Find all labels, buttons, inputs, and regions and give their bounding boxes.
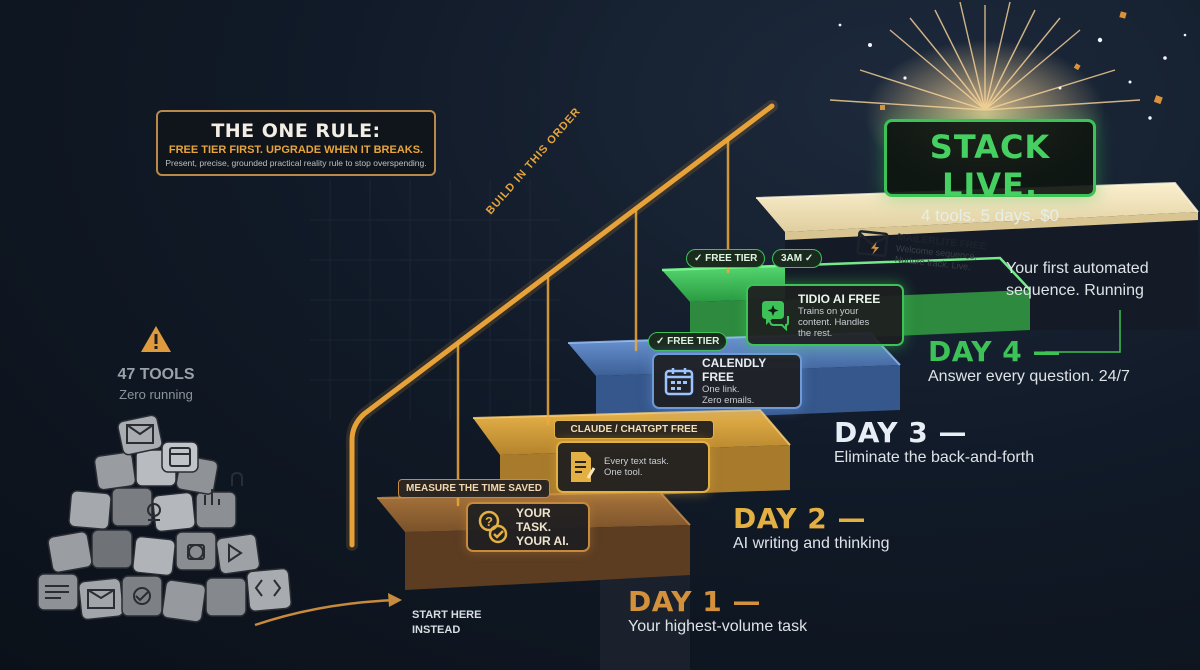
mail-bolt-icon (856, 230, 889, 258)
start-arrow (254, 598, 397, 627)
calendly-desc-1: One link. (702, 384, 740, 395)
measure-tag: MEASURE THE TIME SAVED (398, 479, 550, 498)
automation-note: Your first automated sequence. Running (1006, 258, 1149, 302)
tidio-desc-1: Trains on your (798, 305, 859, 317)
task-line-1: YOUR TASK. (516, 506, 552, 534)
svg-text:?: ? (485, 514, 493, 529)
tidio-free-tier-chip: ✓ FREE TIER (686, 249, 766, 268)
rule-note: Present, precise, grounded practical rea… (165, 158, 427, 168)
tool-count: 47 TOOLS (117, 366, 195, 383)
day-1-desc: Your highest-volume task (628, 618, 808, 635)
start-line-1: START HERE (412, 609, 482, 621)
three-am-text: 3AM (781, 253, 803, 264)
task-line-2: YOUR AI. (516, 534, 569, 548)
tidio-desc-2: content. Handles (798, 316, 870, 328)
chat-sparkle-icon (762, 301, 789, 331)
tidio-desc-3: the rest. (798, 327, 833, 339)
warning-icon (141, 326, 171, 352)
day-4-title: DAY 4 — (928, 335, 1061, 368)
calendly-title: CALENDLY FREE (702, 356, 767, 384)
day-3-title: DAY 3 — (834, 416, 967, 449)
document-pen-icon (571, 452, 596, 482)
day-2-title: DAY 2 — (733, 502, 866, 535)
day-1-title: DAY 1 — (628, 585, 761, 618)
day-4-desc: Answer every question. 24/7 (928, 368, 1130, 385)
day-1-label: DAY 1 — Your highest-volume task (628, 585, 807, 636)
claude-card: Every text task. One tool. (556, 441, 710, 493)
day-2-label: DAY 2 — AI writing and thinking (733, 502, 890, 553)
three-am-chip: 3AM ✓ (772, 249, 823, 268)
mailerlite-card: MAILERLITE FREE Welcome sequence. Nurtur… (853, 228, 1017, 294)
background-grid (310, 180, 560, 420)
one-rule-callout: THE ONE RULE: FREE TIER FIRST. UPGRADE W… (156, 110, 436, 176)
tool-pile (37, 414, 292, 623)
calendly-tag-text: FREE TIER (667, 336, 720, 347)
rule-subtitle: FREE TIER FIRST. UPGRADE WHEN IT BREAKS. (168, 144, 424, 156)
handrail (346, 100, 778, 551)
day-3-label: DAY 3 — Eliminate the back-and-forth (834, 416, 1034, 467)
automation-line-2: sequence. Running (1006, 282, 1144, 299)
rule-title: THE ONE RULE: (211, 120, 381, 142)
calendly-desc-2: Zero emails. (702, 395, 755, 406)
question-check-icon: ? (478, 510, 508, 544)
tool-count-status: Zero running (119, 387, 193, 402)
stack-live-callout: STACK LIVE. 4 tools. 5 days. $0 (884, 119, 1096, 225)
calendly-card: CALENDLY FREE One link. Zero emails. (652, 353, 802, 409)
tidio-card: TIDIO AI FREE Trains on your content. Ha… (746, 284, 904, 346)
tidio-title: TIDIO AI FREE (798, 291, 881, 306)
connector-lines (1045, 310, 1121, 353)
automation-line-1: Your first automated (1006, 260, 1149, 277)
task-card: ? YOUR TASK. YOUR AI. (466, 502, 590, 552)
stack-title: STACK LIVE. (929, 128, 1051, 204)
claude-desc-1: Every text task. (604, 456, 669, 467)
stack-subtitle: 4 tools. 5 days. $0 (921, 206, 1059, 225)
start-here-label: START HERE INSTEAD (412, 608, 481, 638)
claude-desc-2: One tool. (604, 467, 643, 478)
calendar-icon (664, 368, 694, 396)
start-line-2: INSTEAD (412, 624, 461, 636)
day-2-desc: AI writing and thinking (733, 535, 890, 552)
tool-pile-glyphs (45, 424, 282, 609)
claude-title-tag: CLAUDE / CHATGPT FREE (554, 420, 714, 439)
tidio-tag-text: FREE TIER (705, 253, 758, 264)
day-4-label: DAY 4 — Answer every question. 24/7 (928, 335, 1130, 386)
calendly-free-tier-chip: ✓ FREE TIER (648, 332, 728, 351)
day-3-desc: Eliminate the back-and-forth (834, 449, 1035, 466)
